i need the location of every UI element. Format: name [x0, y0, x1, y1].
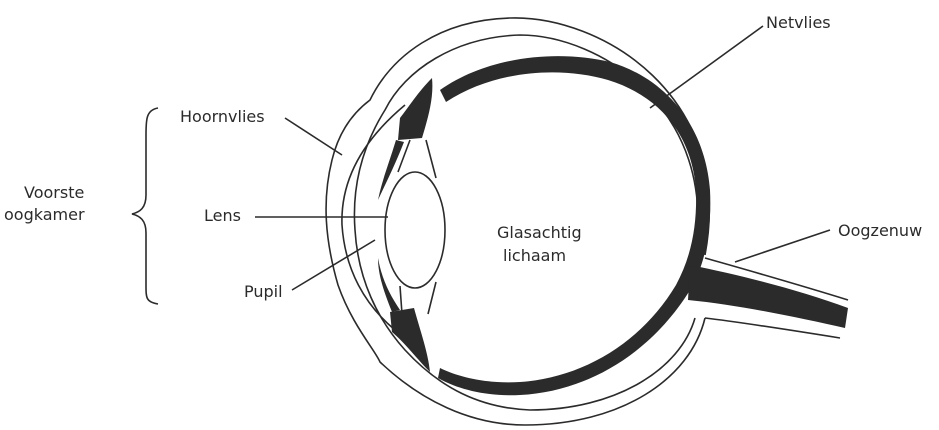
leader-pupil — [292, 240, 375, 290]
sclera-outer — [326, 18, 709, 425]
zonule-bottom — [400, 282, 436, 314]
label-pupil: Pupil — [244, 282, 283, 301]
iris-lower-tail — [378, 258, 400, 312]
label-hoornvlies: Hoornvlies — [180, 107, 265, 126]
label-glas-line2: lichaam — [503, 246, 566, 265]
label-voorste-line1: Voorste — [24, 183, 84, 202]
label-oogzenuw: Oogzenuw — [838, 221, 922, 240]
label-netvlies: Netvlies — [766, 13, 831, 32]
leader-hoornvlies — [285, 118, 342, 155]
iris-upper-tail — [378, 140, 404, 200]
iris-upper — [398, 78, 432, 140]
leader-oogzenuw — [735, 230, 830, 262]
label-glas-line1: Glasachtig — [497, 223, 582, 242]
label-voorste-line2: oogkamer — [4, 205, 85, 224]
lens — [385, 172, 445, 288]
brace — [132, 108, 158, 304]
label-lens: Lens — [204, 206, 241, 225]
